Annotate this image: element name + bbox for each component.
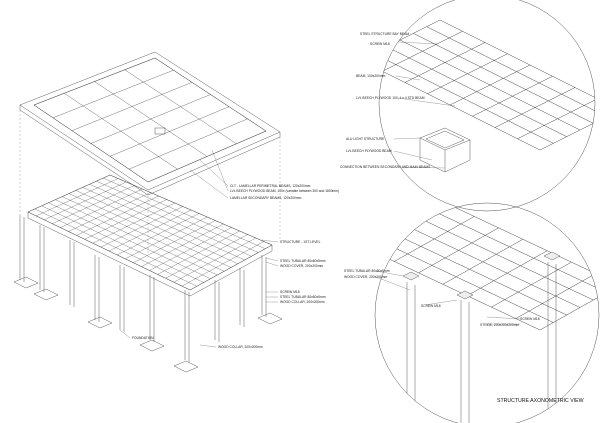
svg-text:STEEL TUBULAR 80x80x5mm: STEEL TUBULAR 80x80x5mm [344, 269, 390, 273]
detail-circle-bottom: STEEL TUBULAR 80x80x5mm WOOD COVER, 200x… [344, 202, 600, 423]
roof-skylight [154, 127, 166, 135]
svg-text:WOOD COVER, 200x200mm: WOOD COVER, 200x200mm [344, 275, 387, 279]
svg-text:SCREW M18: SCREW M18 [370, 42, 390, 46]
svg-text:CONNECTION BETWEEN SECONDARY A: CONNECTION BETWEEN SECONDARY AND MAIN BE… [340, 165, 431, 169]
explosion-guides [19, 110, 281, 255]
svg-text:FOUNDATION: FOUNDATION [132, 336, 154, 340]
svg-text:BEAM, 100x200mm: BEAM, 100x200mm [356, 74, 386, 78]
main-leaders [119, 149, 279, 348]
svg-text:WOOD COLLAR, 200x200mm: WOOD COLLAR, 200x200mm [280, 300, 325, 304]
svg-text:LVL BEECH PLYWOOD BEAM: LVL BEECH PLYWOOD BEAM [346, 149, 392, 153]
drawing-title: STRUCTURE AXONOMETRIC VIEW [497, 398, 584, 404]
structure-grid [13, 174, 283, 373]
detail-circle-top: STEEL STRUCTURE BAY BEAM SCREW M18 BEAM,… [340, 0, 596, 212]
main-labels: CLT - LAMELLAR PERIMETRAL BEAMS, 120x200… [132, 184, 339, 349]
svg-text:STRUCTURE - 1ST LEVEL: STRUCTURE - 1ST LEVEL [280, 240, 321, 244]
svg-text:STEEL TUBULAR 80x80x5mm: STEEL TUBULAR 80x80x5mm [280, 295, 326, 299]
svg-text:ALU LIGHT STRUCTURE: ALU LIGHT STRUCTURE [346, 137, 385, 141]
svg-text:STEEL STRUCTURE BAY BEAM: STEEL STRUCTURE BAY BEAM [360, 32, 409, 36]
svg-text:SCREW M18: SCREW M18 [520, 317, 540, 321]
svg-text:SCREW M18: SCREW M18 [421, 304, 441, 308]
svg-text:WOOD COLLAR, 200x200mm: WOOD COLLAR, 200x200mm [218, 345, 263, 349]
svg-text:LVL BEECH PLYWOOD 100, 4 x 4 S: LVL BEECH PLYWOOD 100, 4 x 4 STD BEAM [356, 96, 425, 100]
svg-text:WOOD COVER, 200x200mm: WOOD COVER, 200x200mm [280, 264, 323, 268]
svg-text:STEEL TUBULAR 80x80x5mm: STEEL TUBULAR 80x80x5mm [280, 259, 326, 263]
svg-text:STRIDE, 200x200x200mm: STRIDE, 200x200x200mm [480, 323, 519, 327]
roof-panel-layer [19, 51, 281, 196]
svg-text:LVL BEECH PLYWOOD BEAM, 100x (: LVL BEECH PLYWOOD BEAM, 100x (variable b… [230, 189, 339, 193]
svg-text:SCREW M18: SCREW M18 [280, 290, 300, 294]
svg-text:LAMELLAR SECONDARY BEAMS, 120x: LAMELLAR SECONDARY BEAMS, 120x200mm [230, 196, 302, 200]
svg-text:CLT - LAMELLAR PERIMETRAL BEAM: CLT - LAMELLAR PERIMETRAL BEAMS, 120x200… [230, 184, 311, 188]
